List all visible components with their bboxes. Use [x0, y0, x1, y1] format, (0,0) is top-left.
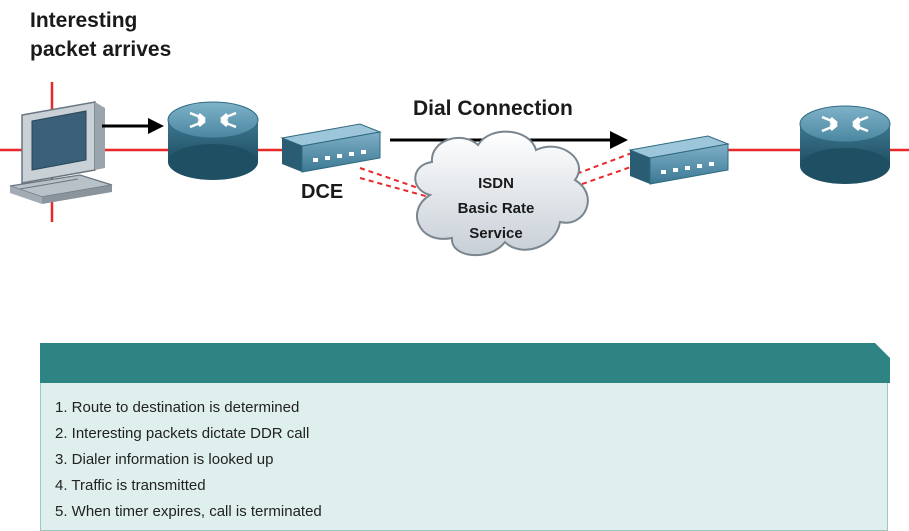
interesting-packet-label: Interesting packet arrives [30, 6, 171, 64]
local-router-icon [167, 101, 259, 180]
step-item: 2. Interesting packets dictate DDR call [55, 425, 310, 442]
remote-router-icon [799, 105, 891, 184]
steps-list: 1. Route to destination is determined 2.… [55, 395, 322, 525]
cloud-label-line-1: ISDN [478, 175, 514, 192]
step-item: 3. Dialer information is looked up [55, 451, 274, 468]
dial-connection-label: Dial Connection [413, 97, 573, 120]
panel-body: 1. Route to destination is determined 2.… [40, 383, 888, 531]
cloud-label: ISDN Basic Rate Service [432, 171, 560, 246]
step-item: 1. Route to destination is determined [55, 399, 300, 416]
packet-arrow [102, 118, 164, 134]
workstation-icon [9, 101, 113, 204]
ddr-steps-panel: 1. Route to destination is determined 2.… [40, 343, 890, 531]
dce-device-icon [280, 123, 382, 173]
isdn-cloud-icon [414, 130, 589, 256]
cloud-label-line-3: Service [469, 225, 523, 242]
remote-dce-device-icon [628, 135, 730, 185]
step-item: 5. When timer expires, call is terminate… [55, 503, 322, 520]
dce-cloud-link-2 [359, 177, 441, 201]
dce-cloud-link [359, 167, 431, 193]
dce-label: DCE [301, 181, 344, 203]
trigger-label-line-1: Interesting [30, 9, 138, 32]
cloud-label-line-2: Basic Rate [457, 200, 535, 217]
trigger-label-line-2: packet arrives [30, 38, 172, 61]
panel-header-bar [40, 343, 890, 383]
diagram-canvas [0, 82, 909, 256]
step-item: 4. Traffic is transmitted [55, 477, 206, 494]
network-diagram: Interesting packet arrives Dial Connecti… [0, 6, 909, 256]
